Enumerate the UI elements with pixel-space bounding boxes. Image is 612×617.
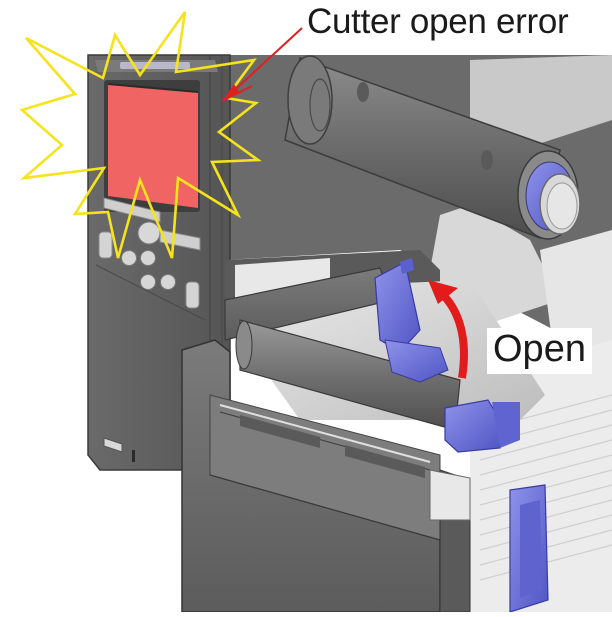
platen-roller (235, 319, 461, 431)
open-callout-label: Open (487, 328, 592, 374)
dial-button (137, 221, 161, 245)
open-direction-arrow-icon (428, 280, 468, 379)
side-key-right (185, 281, 200, 309)
button-2 (140, 250, 156, 266)
usb-port (103, 437, 135, 462)
button-1 (121, 250, 137, 266)
error-callout-label: Cutter open error (307, 2, 569, 41)
leader-arrow-icon (221, 27, 303, 102)
head-latch (444, 399, 520, 453)
soft-key-right (159, 229, 201, 251)
status-led-bar (120, 62, 190, 69)
media-guide (509, 484, 549, 613)
ribbon-spindle (284, 55, 581, 240)
button-4 (160, 274, 176, 290)
cutter-unit (181, 339, 471, 613)
operator-panel-display (108, 84, 198, 208)
side-key-left (98, 231, 113, 259)
button-3 (140, 274, 156, 290)
error-burst-icon (19, 11, 262, 259)
cutter-lever (374, 258, 449, 383)
